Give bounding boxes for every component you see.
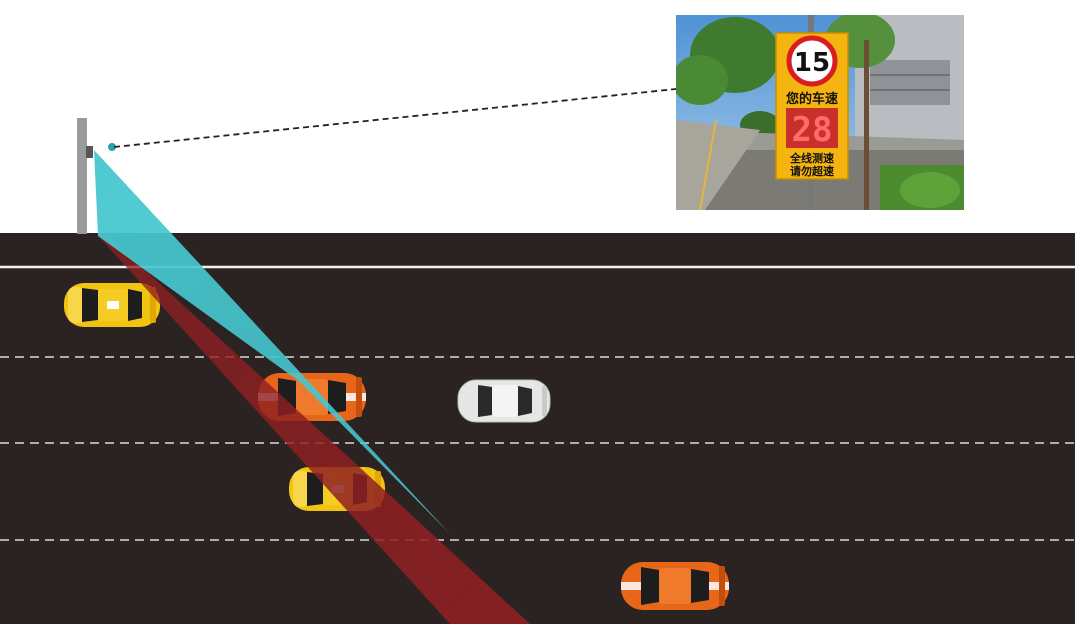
sensor-dot xyxy=(108,143,116,151)
taxi-car-1 xyxy=(64,283,160,327)
speed-limit-value: 15 xyxy=(794,48,830,78)
sedan-car-3 xyxy=(457,379,551,423)
radar-beam-red xyxy=(98,233,530,624)
road-surface xyxy=(0,233,1075,624)
sign-line-your-speed: 您的车速 xyxy=(786,91,838,107)
speed-sign-photo: 15 您的车速 28 全线测速 请勿超速 xyxy=(676,15,964,210)
radar-sensor xyxy=(86,146,93,158)
sign-line-no-speeding: 请勿超速 xyxy=(790,164,834,178)
radar-beam-cyan xyxy=(94,150,450,534)
sensor-pole xyxy=(77,118,87,234)
sports-car-5 xyxy=(621,562,729,610)
speed-limit-ring xyxy=(786,35,838,87)
sensor-to-sign-leader xyxy=(113,88,677,148)
speed-display-panel xyxy=(786,108,838,148)
sign-line-section-speed: 全线测速 xyxy=(789,151,834,165)
speed-display-reading: 28 xyxy=(792,110,833,150)
